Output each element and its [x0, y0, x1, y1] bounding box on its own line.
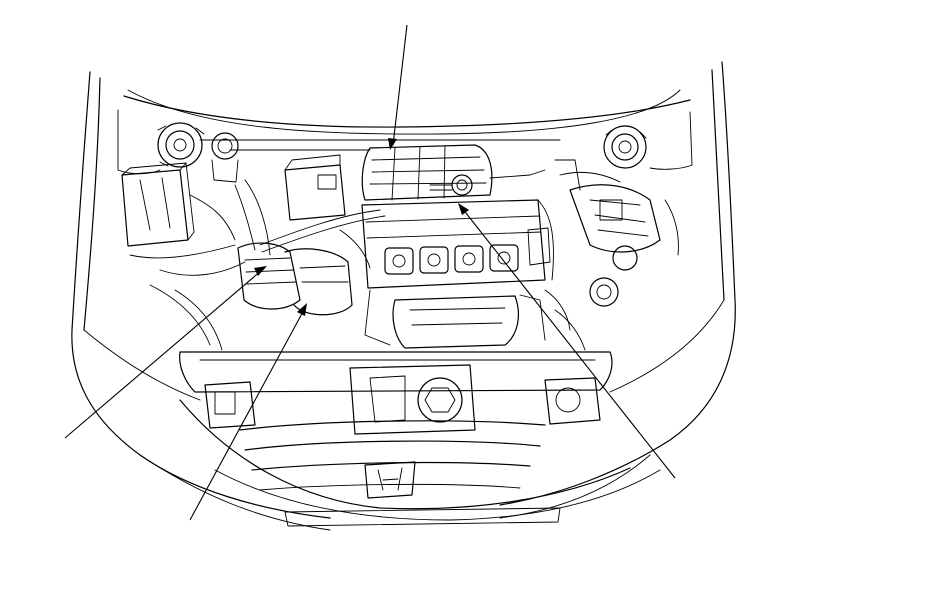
brake-fluid-reservoir — [211, 132, 239, 183]
wiring-harness — [129, 179, 386, 276]
ignition-coils — [384, 244, 519, 275]
arrow-head-lower-left-1 — [254, 266, 267, 276]
car-body-outline — [71, 61, 736, 521]
right-strut-tower — [603, 125, 647, 169]
leader-top — [392, 24, 408, 146]
leader-right — [461, 207, 676, 479]
engine-block — [364, 289, 546, 349]
arrow-head-top — [388, 138, 397, 150]
front-bumper — [139, 454, 651, 531]
battery — [121, 162, 195, 247]
fuse-box — [284, 154, 346, 221]
headlights — [204, 377, 601, 429]
left-strut-tower — [157, 122, 205, 168]
air-intake-boot — [237, 229, 371, 316]
radiator-support — [179, 351, 613, 435]
hoses — [149, 284, 586, 351]
arrow-head-right — [458, 203, 469, 215]
arrow-head-lower-left-2 — [297, 303, 307, 316]
leader-lines — [64, 24, 676, 521]
cowl-panel — [117, 109, 693, 175]
leader-lower-left-1 — [64, 269, 263, 439]
leader-lower-left-2 — [189, 307, 306, 521]
engine-cover — [361, 144, 546, 201]
right-side-components — [554, 159, 679, 307]
cylinder-head — [361, 199, 554, 289]
front-grille — [239, 420, 546, 499]
